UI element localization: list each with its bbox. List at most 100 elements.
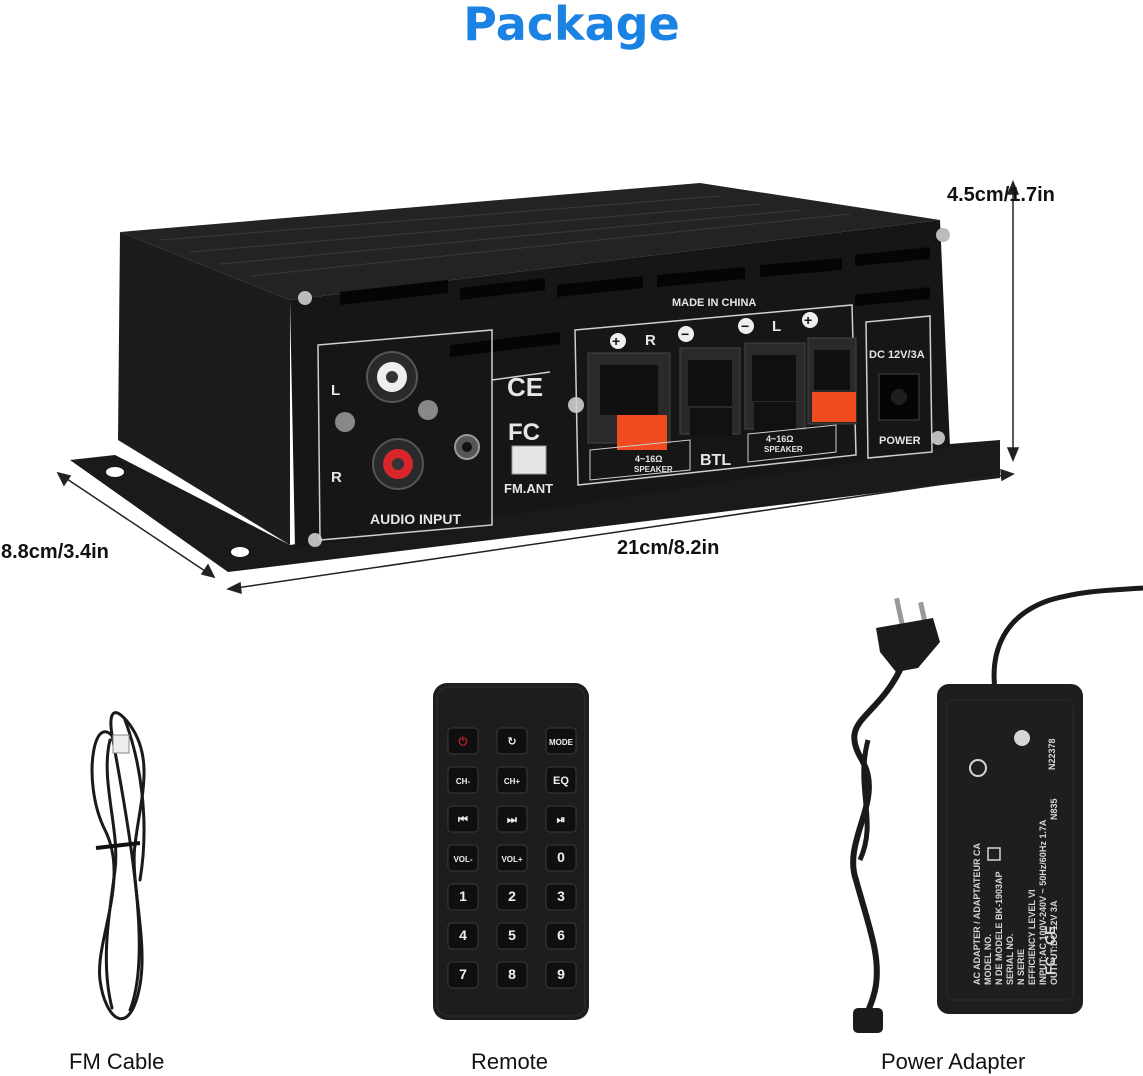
remote-button-label: CH- [456, 777, 471, 786]
fm-ant-label: FM.ANT [504, 481, 553, 496]
ce-mark: CE [507, 372, 543, 402]
terminal-red-left [812, 392, 856, 422]
remote-button-label: 8 [508, 966, 516, 982]
remote-button-label: ⏯ [557, 814, 566, 826]
remote-button[interactable] [447, 844, 479, 872]
ac-cord [850, 667, 903, 1033]
remote-button-label: 6 [557, 927, 565, 943]
remote-button-label: 3 [557, 888, 565, 904]
remote-button[interactable] [496, 961, 528, 989]
power-adapter-caption: Power Adapter [881, 1049, 1026, 1074]
remote-button-label: 0 [557, 849, 565, 865]
amplifier-side [118, 232, 290, 545]
remote-button[interactable] [447, 922, 479, 950]
dc-power-panel [865, 315, 933, 459]
adapter-output: OUTPUT:DC 12V 3A [1049, 900, 1059, 985]
dimension-lines [56, 180, 1020, 595]
remote-button-label: 5 [508, 927, 516, 943]
adapter-code: N22378 [1047, 738, 1057, 770]
remote-button[interactable] [496, 844, 528, 872]
remote-button-label: 9 [557, 966, 565, 982]
adapter-model-fr: N DE MODELE BK-1903AP [994, 871, 1004, 985]
ac-plug [876, 618, 940, 672]
speaker-label-left: SPEAKER [764, 445, 803, 454]
remote-button[interactable] [447, 766, 479, 794]
made-in-china-label: MADE IN CHINA [672, 297, 756, 309]
svg-text:−: − [741, 318, 749, 334]
remote-button-label: 1 [459, 888, 467, 904]
remote-caption: Remote [471, 1049, 549, 1074]
remote-button[interactable] [447, 883, 479, 911]
adapter-serial: SERIAL NO. [1005, 934, 1015, 985]
left-channel-label: L [331, 382, 340, 399]
speaker-terminals [587, 337, 857, 450]
svg-text:+: + [612, 333, 620, 349]
remote-button-label: ↻ [507, 736, 516, 748]
remote-button-label: ⏮ [458, 814, 468, 826]
adapter-header: AC ADAPTER / ADAPTATEUR CA [972, 843, 982, 985]
adapter-input: INPUT:AC 100V-240V ~ 50Hz/60Hz 1.7A [1038, 819, 1048, 985]
remote-button[interactable] [447, 727, 479, 755]
audio-input-label: AUDIO INPUT [370, 511, 461, 527]
remote-button-label: 7 [459, 966, 467, 982]
page-title: Package [463, 0, 680, 51]
adapter-efficiency: EFFICIENCY LEVEL VI [1027, 889, 1037, 985]
remote-button[interactable] [545, 766, 577, 794]
fm-cable-connector [112, 734, 130, 754]
remote-button-label: 2 [508, 888, 516, 904]
audio-input-panel [317, 329, 493, 541]
depth-dimension-label: 8.8cm/3.4in [1, 541, 109, 563]
remote-button[interactable] [496, 883, 528, 911]
remote-button[interactable] [447, 961, 479, 989]
remote-button[interactable] [545, 922, 577, 950]
remote-button[interactable] [447, 805, 479, 833]
remote-button[interactable] [545, 883, 577, 911]
remote-button-label: MODE [549, 738, 574, 747]
dc-rating-label: DC 12V/3A [869, 349, 925, 361]
adapter-fc-mark: FC [1042, 956, 1058, 975]
remote-button-label: EQ [553, 775, 569, 787]
remote-button[interactable] [496, 766, 528, 794]
remote-button[interactable] [545, 961, 577, 989]
power-adapter: AC ADAPTER / ADAPTATEUR CA MODEL NO. N D… [850, 585, 1143, 1033]
power-label: POWER [879, 435, 921, 447]
fc-mark: FC [508, 419, 540, 446]
speaker-right-label: R [645, 332, 656, 349]
remote-button[interactable] [545, 805, 577, 833]
fm-cable-caption: FM Cable [69, 1049, 165, 1074]
dc-jack [878, 373, 920, 421]
right-channel-label: R [331, 469, 342, 486]
adapter-n835: N835 [1049, 798, 1059, 820]
impedance-label-left: 4~16Ω [766, 434, 794, 444]
fm-cable [90, 711, 146, 1021]
fm-antenna-connector [511, 445, 547, 475]
terminal-red-right [617, 415, 667, 450]
amplifier: + − − + MADE IN CHINA L R AUDIO INPUT CE… [70, 183, 1000, 572]
remote-button[interactable] [496, 727, 528, 755]
svg-text:+: + [804, 312, 812, 328]
remote-button-label: CH+ [504, 777, 521, 786]
amplifier-top [120, 183, 940, 300]
remote-button-label: 4 [459, 927, 467, 943]
width-dimension-label: 21cm/8.2in [617, 537, 720, 559]
remote-button[interactable] [545, 727, 577, 755]
speaker-panel [574, 304, 857, 486]
remote-button[interactable] [545, 844, 577, 872]
adapter-ce-mark: CE [1042, 926, 1058, 945]
remote-button-label: ⏭ [507, 814, 517, 826]
btl-label: BTL [700, 452, 731, 469]
remote-button[interactable] [496, 805, 528, 833]
remote-button[interactable] [496, 922, 528, 950]
remote-button-label: VOL+ [501, 855, 522, 864]
speaker-left-label: L [772, 318, 781, 335]
adapter-model: MODEL NO. [983, 934, 993, 985]
speaker-label-right: SPEAKER [634, 465, 673, 474]
flange-slot-left [106, 467, 124, 477]
adapter-brick [937, 684, 1083, 1014]
adapter-serial-fr: N SERIE [1016, 949, 1026, 985]
flange-slot-right [231, 547, 249, 557]
ac-plug-pin [894, 597, 905, 627]
